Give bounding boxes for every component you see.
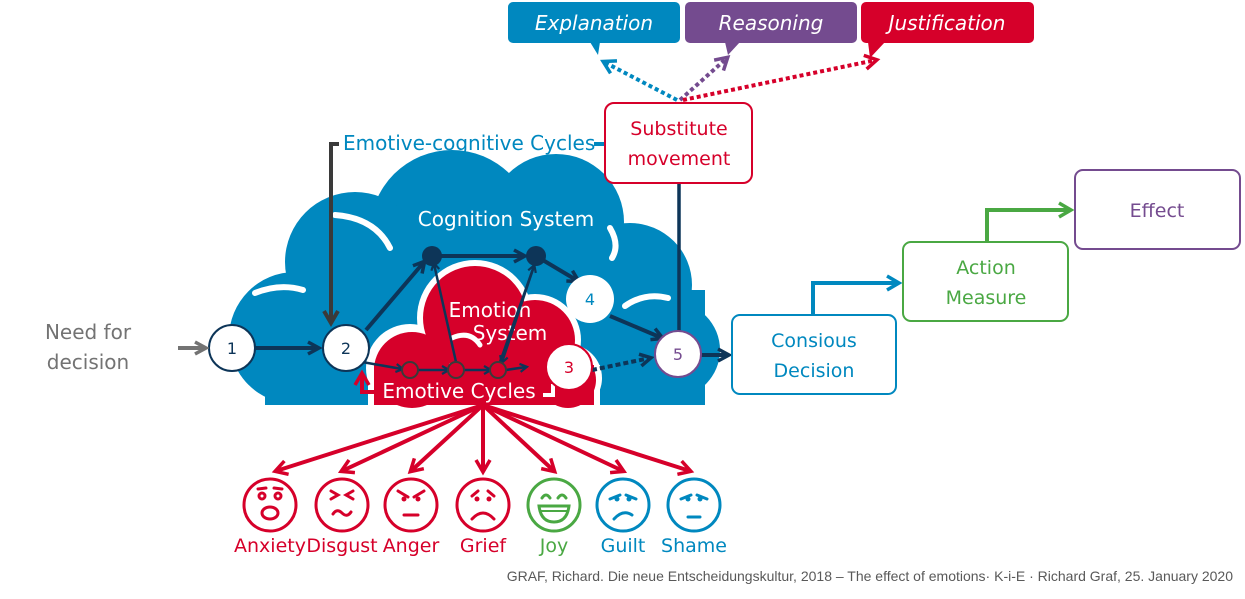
cloud-highlight [252, 284, 306, 296]
anxiety-face-icon [242, 477, 298, 533]
arrow-e3-out [505, 367, 526, 370]
justification-tag: Justification [861, 2, 1034, 58]
shame-face-icon [666, 477, 722, 533]
emotive-cycles-label: Emotive Cycles [382, 379, 535, 403]
emotion-label-joy: Joy [539, 535, 568, 557]
grief-face-icon [455, 477, 511, 533]
svg-text:Consious: Consious [771, 330, 857, 352]
action-measure-box: Action Measure [902, 241, 1069, 322]
emotion-label-anger: Anger [383, 535, 440, 557]
emotive-node [401, 361, 419, 379]
emotive-node [489, 361, 507, 379]
node-5: 5 [654, 330, 702, 378]
justification-label: Justification [885, 11, 1006, 35]
svg-text:1: 1 [227, 339, 237, 358]
arrow-2-e1 [361, 360, 402, 369]
explanation-arrow [600, 59, 678, 102]
citation-footer: GRAF, Richard. Die neue Entscheidungskul… [506, 568, 1233, 584]
node-2: 2 [322, 324, 370, 372]
conscious-decision-box: Consious Decision [731, 314, 897, 395]
emotion-arrow-guilt [482, 403, 628, 475]
svg-text:Effect: Effect [1130, 200, 1185, 222]
svg-text:Decision: Decision [774, 360, 855, 382]
cloud-highlight [607, 225, 619, 261]
need-label-line2: decision [47, 350, 129, 374]
substitute-line1: Substitute [630, 118, 727, 140]
emotion-arrow-anxiety [271, 403, 484, 477]
reasoning-label: Reasoning [719, 11, 824, 35]
cognition-node [526, 246, 546, 266]
emotion-label-disgust: Disgust [306, 535, 377, 557]
emotive-cognitive-label: Emotive-cognitive Cycles [343, 131, 595, 155]
svg-text:Measure: Measure [946, 287, 1027, 309]
explanation-label: Explanation [535, 11, 653, 35]
decision-to-action-arrow [811, 274, 903, 315]
svg-text:4: 4 [585, 290, 595, 309]
emotion-arrow-anger [407, 403, 485, 475]
arrow-4-5 [609, 314, 662, 338]
emotive-node [447, 361, 465, 379]
anger-face-icon [383, 477, 439, 533]
node-3: 3 [545, 343, 593, 391]
justification-arrow [682, 53, 881, 102]
emotive-cycle-return-arrow [353, 369, 380, 394]
emotion-arrow-shame [482, 403, 695, 477]
cloud-highlight [332, 212, 393, 251]
cognition-node [422, 246, 442, 266]
cognition-system-label: Cognition System [418, 207, 594, 231]
emotion-label-guilt: Guilt [601, 535, 646, 557]
svg-text:Action: Action [956, 257, 1016, 279]
arrow-cog-e3 [502, 265, 536, 362]
disgust-face-icon [314, 477, 370, 533]
explanation-tag: Explanation [508, 2, 680, 55]
emotion-arrow-joy [481, 403, 558, 475]
svg-text:3: 3 [564, 358, 574, 377]
arrow-2-cog [364, 262, 424, 332]
guilt-face-icon [595, 477, 651, 533]
node-4: 4 [566, 275, 614, 323]
arrow-e2-cog [434, 264, 458, 363]
reasoning-arrow [678, 55, 731, 102]
cloud-highlight [622, 293, 671, 309]
svg-text:2: 2 [341, 339, 351, 358]
svg-text:5: 5 [673, 345, 683, 364]
arrow-3-5-dotted [591, 358, 650, 372]
node-1: 1 [208, 324, 256, 372]
reasoning-tag: Reasoning [685, 2, 857, 55]
action-to-effect-arrow [985, 201, 1075, 242]
emotion-arrows [271, 403, 695, 477]
substitute-movement-box: Substitute movement [604, 102, 753, 332]
emotion-arrow-disgust [337, 403, 484, 475]
emotive-cycle-bracket [543, 384, 555, 397]
emotion-label-shame: Shame [661, 535, 727, 557]
emotion-label-anxiety: Anxiety [234, 535, 306, 557]
effect-box: Effect [1074, 169, 1241, 250]
need-label-line1: Need for [45, 320, 132, 344]
emotion-label-grief: Grief [460, 535, 508, 557]
substitute-line2: movement [628, 148, 731, 170]
emotive-cognitive-arrow [322, 142, 340, 327]
joy-face-icon [526, 477, 582, 533]
